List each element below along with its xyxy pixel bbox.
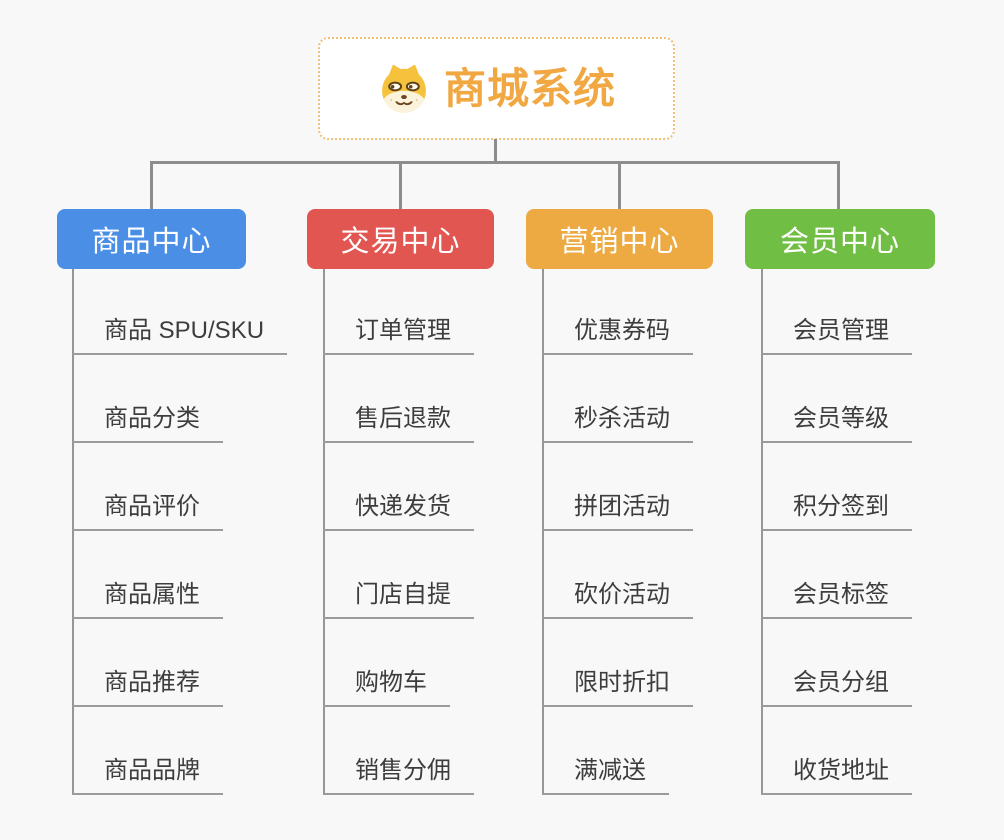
child-node[interactable]: 拼团活动 xyxy=(542,491,693,531)
child-node[interactable]: 积分签到 xyxy=(761,491,912,531)
child-node[interactable]: 销售分佣 xyxy=(323,755,474,795)
child-node[interactable]: 商品 SPU/SKU xyxy=(72,315,288,355)
child-node[interactable]: 会员分组 xyxy=(761,667,912,707)
child-node[interactable]: 商品评价 xyxy=(72,491,223,531)
branch-children-member-center: 会员管理 会员等级 积分签到 会员标签 会员分组 收货地址 xyxy=(761,269,912,795)
branch-label: 营销中心 xyxy=(559,226,680,258)
child-node[interactable]: 会员管理 xyxy=(761,315,912,355)
branch-children-marketing-center: 优惠券码 秒杀活动 拼团活动 砍价活动 限时折扣 满减送 xyxy=(542,269,693,795)
child-node[interactable]: 砍价活动 xyxy=(542,579,693,619)
branch-child-connector xyxy=(72,269,74,795)
branch-node-product-center[interactable]: 商品中心 xyxy=(57,209,246,269)
child-node[interactable]: 门店自提 xyxy=(323,579,474,619)
child-node[interactable]: 满减送 xyxy=(542,755,669,795)
child-node[interactable]: 会员等级 xyxy=(761,403,912,443)
branch-child-connector xyxy=(323,269,325,795)
root-node[interactable]: 商城系统 xyxy=(318,37,675,140)
connector-bus xyxy=(150,161,840,164)
child-node[interactable]: 秒杀活动 xyxy=(542,403,693,443)
shiba-dog-icon xyxy=(382,64,426,113)
root-node-title: 商城系统 xyxy=(443,64,616,112)
child-node[interactable]: 会员标签 xyxy=(761,579,912,619)
branch-label: 商品中心 xyxy=(91,226,212,258)
branch-child-connector xyxy=(761,269,763,795)
connector-drop-member-center xyxy=(837,161,840,209)
connector-drop-trade-center xyxy=(399,161,402,209)
child-node[interactable]: 商品推荐 xyxy=(72,667,223,707)
branch-node-trade-center[interactable]: 交易中心 xyxy=(307,209,494,269)
child-node[interactable]: 购物车 xyxy=(323,667,450,707)
child-node[interactable]: 收货地址 xyxy=(761,755,912,795)
connector-root-stem xyxy=(494,139,497,164)
branch-node-member-center[interactable]: 会员中心 xyxy=(745,209,935,269)
child-node[interactable]: 快递发货 xyxy=(323,491,474,531)
branch-node-marketing-center[interactable]: 营销中心 xyxy=(526,209,713,269)
branch-label: 交易中心 xyxy=(340,226,461,258)
branch-child-connector xyxy=(542,269,544,795)
child-node[interactable]: 售后退款 xyxy=(323,403,474,443)
child-node[interactable]: 商品分类 xyxy=(72,403,223,443)
connector-drop-product-center xyxy=(150,161,153,209)
branch-label: 会员中心 xyxy=(779,226,900,258)
branch-children-trade-center: 订单管理 售后退款 快递发货 门店自提 购物车 销售分佣 xyxy=(323,269,474,795)
child-node[interactable]: 订单管理 xyxy=(323,315,474,355)
child-node[interactable]: 商品品牌 xyxy=(72,755,223,795)
child-node[interactable]: 优惠券码 xyxy=(542,315,693,355)
connector-drop-marketing-center xyxy=(618,161,621,209)
branch-children-product-center: 商品 SPU/SKU 商品分类 商品评价 商品属性 商品推荐 商品品牌 xyxy=(72,269,288,795)
child-node[interactable]: 商品属性 xyxy=(72,579,223,619)
child-node[interactable]: 限时折扣 xyxy=(542,667,693,707)
